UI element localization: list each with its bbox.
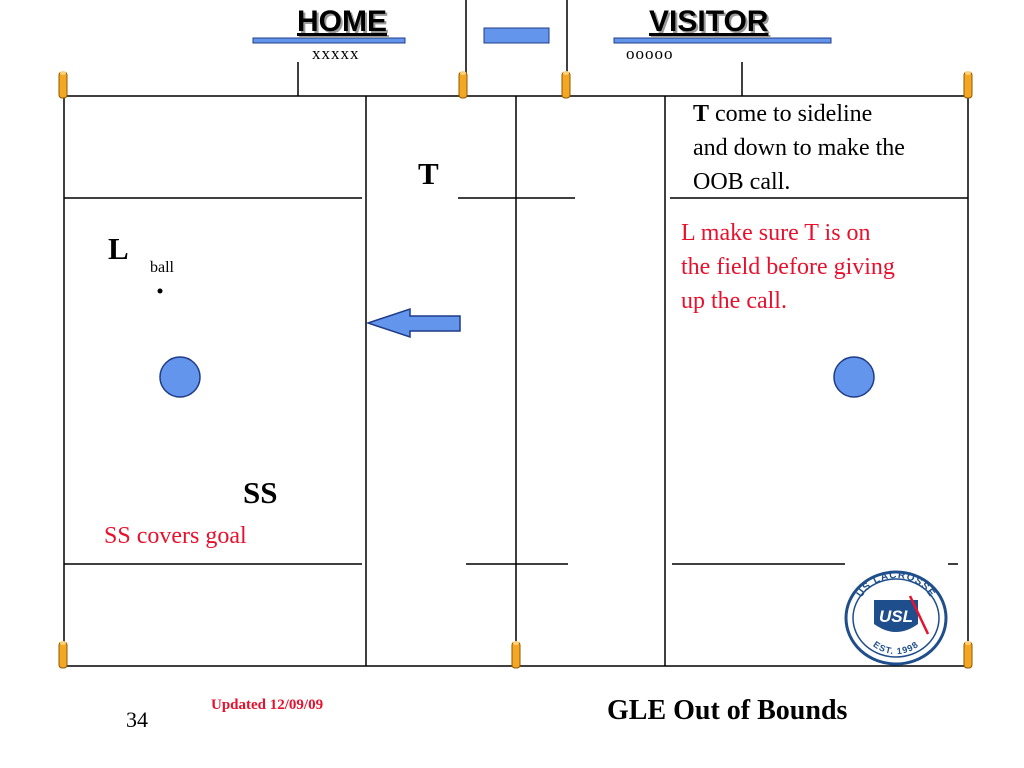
home-team-marks: xxxxx [312, 44, 360, 63]
trail-note: T come to sideline and down to make the … [693, 97, 973, 199]
home-goal-crease [159, 356, 201, 398]
single-side-official: SS [243, 475, 278, 510]
slide-number: 34 [126, 707, 148, 732]
trail-note-line2: and down to make the [693, 135, 905, 161]
cone [561, 71, 571, 99]
lead-note: L make sure T is on the field before giv… [681, 216, 971, 318]
scorer-table [483, 27, 550, 44]
cone [58, 71, 68, 99]
cone [58, 641, 68, 669]
cone [963, 641, 973, 669]
cone [511, 641, 521, 669]
trail-note-line3: OOB call. [693, 169, 791, 195]
updated-date: Updated 12/09/09 [211, 697, 324, 713]
visitor-goal-crease [833, 356, 875, 398]
home-team-bar [252, 37, 406, 44]
lead-note-line2: the field before giving [681, 254, 895, 280]
trail-official: T [418, 156, 439, 191]
logo-stick [908, 595, 930, 635]
home-label: HOME [297, 5, 387, 38]
trail-note-line1: T come to sideline [693, 97, 973, 131]
lead-note-line3: up the call. [681, 288, 787, 314]
lead-official: L [108, 231, 129, 266]
lead-note-line1: L make sure T is on [681, 220, 871, 246]
pylon-cones [58, 71, 973, 669]
ss-note: SS covers goal [104, 523, 247, 549]
ball-label: ball [150, 259, 174, 276]
trail-note-rest: come to sideline [709, 101, 873, 127]
logo-center-text: USL [879, 607, 913, 626]
cone [458, 71, 468, 99]
cone [963, 71, 973, 99]
visitor-team-bar [613, 37, 832, 44]
ball-dot [157, 288, 163, 294]
trail-note-bold: T [693, 101, 710, 127]
us-lacrosse-logo: US LACROSSE EST. 1998 USL [844, 570, 948, 666]
visitor-team-marks: ooooo [626, 44, 674, 63]
visitor-label: VISITOR [649, 5, 769, 38]
logo-shield [874, 600, 918, 632]
slide-title: GLE Out of Bounds [607, 695, 848, 726]
direction-arrow [365, 307, 461, 339]
